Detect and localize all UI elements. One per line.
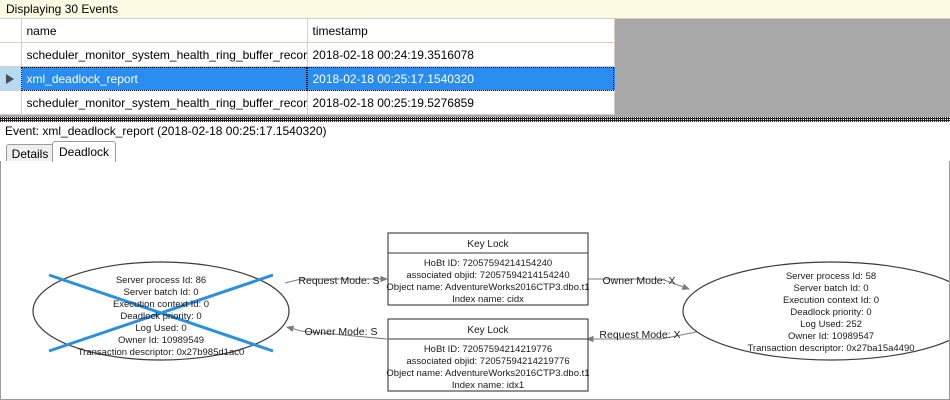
process-left-line-5: Owner Id: 10989549 [118,335,204,346]
keylock-top-line-2: Object name: AdventureWorks2016CTP3.dbo.… [386,282,589,293]
edge-label-left-request-text: Request Mode: S [298,275,379,287]
edge-label-left-owner: Owner Mode: S [305,326,378,338]
grid-header-timestamp[interactable]: timestamp [307,19,615,43]
process-node-right[interactable]: Server process Id: 58 Server batch Id: 0… [682,261,949,361]
process-left-line-3: Deadlock priority: 0 [120,311,201,322]
resource-node-keylock-bottom[interactable]: Key Lock HoBt ID: 72057594214219776 asso… [386,318,590,392]
tab-deadlock[interactable]: Deadlock [52,141,116,163]
edge-right-request [585,330,702,343]
keylock-bottom-line-1: associated objid: 72057594214219776 [406,356,569,367]
cell-timestamp[interactable]: 2018-02-18 00:25:19.5276859 [307,90,615,115]
tab-details-label: Details [11,146,49,161]
events-grid-region: name timestamp scheduler_monitor_system_… [0,19,950,117]
process-left-line-0: Server process Id: 86 [116,275,206,286]
detail-tabstrip: Details Deadlock [0,140,950,163]
keylock-top-line-1: associated objid: 72057594214154240 [406,270,569,281]
edge-label-left-owner-text: Owner Mode: S [305,326,378,338]
keylock-top-line-0: HoBt ID: 72057594214154240 [424,258,552,269]
keylock-top-title: Key Lock [467,239,509,250]
edge-label-right-owner: Owner Mode: X [603,275,676,287]
events-count-banner: Displaying 30 Events [0,0,950,19]
horizontal-splitter[interactable] [0,117,950,122]
deadlock-graph-panel[interactable]: Server process Id: 86 Server batch Id: 0… [0,161,950,400]
row-selector-cell[interactable] [0,66,22,91]
events-count-label: Displaying 30 Events [6,2,119,16]
events-grid[interactable]: name timestamp scheduler_monitor_system_… [0,19,615,115]
process-left-line-2: Execution context Id: 0 [113,299,209,310]
edge-left-owner [285,325,388,340]
process-left-line-1: Server batch Id: 0 [124,287,199,298]
process-left-line-4: Log Used: 0 [135,323,186,334]
process-right-line-3: Deadlock priority: 0 [790,307,871,318]
keylock-bottom-line-3: Index name: idx1 [452,380,524,391]
cell-name[interactable]: scheduler_monitor_system_health_ring_buf… [21,90,308,115]
process-node-left[interactable]: Server process Id: 86 Server batch Id: 0… [32,261,290,361]
deadlock-victim-cross-icon [48,273,274,353]
process-right-line-1: Server batch Id: 0 [794,283,869,294]
keylock-bottom-title: Key Lock [467,325,509,336]
table-row[interactable]: scheduler_monitor_system_health_ring_buf… [0,42,615,67]
row-selector-cell[interactable] [0,90,22,115]
edge-label-left-request: Request Mode: S [298,275,379,287]
cell-timestamp[interactable]: 2018-02-18 00:25:17.1540320 [307,66,615,91]
grid-header-row: name timestamp [0,19,615,43]
edge-left-request [284,275,389,284]
grid-header-selector [0,19,22,43]
cell-name[interactable]: xml_deadlock_report [21,66,308,91]
process-right-line-4: Log Used: 252 [800,319,862,330]
process-right-line-6: Transaction descriptor: 0x27ba15a4490 [747,343,914,354]
keylock-bottom-line-0: HoBt ID: 72057594214219776 [424,344,552,355]
deadlock-graph[interactable]: Server process Id: 86 Server batch Id: 0… [1,161,949,398]
table-row[interactable]: scheduler_monitor_system_health_ring_buf… [0,90,615,115]
resource-node-keylock-top[interactable]: Key Lock HoBt ID: 72057594214154240 asso… [386,232,590,306]
current-row-arrow-icon [6,74,15,85]
edge-label-right-request-text: Request Mode: X [599,329,680,341]
grid-header-name[interactable]: name [21,19,308,43]
table-row[interactable]: xml_deadlock_report 2018-02-18 00:25:17.… [0,66,615,91]
keylock-top-line-3: Index name: cidx [452,294,524,305]
row-selector-cell[interactable] [0,42,22,67]
keylock-bottom-line-2: Object name: AdventureWorks2016CTP3.dbo.… [386,368,589,379]
process-left-line-6: Transaction descriptor: 0x27b985d1ac0 [78,347,245,358]
process-right-line-2: Execution context Id: 0 [783,295,879,306]
tab-deadlock-label: Deadlock [58,145,110,159]
event-header: Event: xml_deadlock_report (2018-02-18 0… [0,122,950,140]
cell-name[interactable]: scheduler_monitor_system_health_ring_buf… [21,42,308,67]
edge-right-owner [587,278,691,290]
cell-timestamp[interactable]: 2018-02-18 00:24:19.3516078 [307,42,615,67]
event-header-label: Event: xml_deadlock_report (2018-02-18 0… [5,124,327,138]
process-right-line-5: Owner Id: 10989547 [788,331,874,342]
tab-details[interactable]: Details [6,144,54,162]
process-right-line-0: Server process Id: 58 [786,271,876,282]
edge-label-right-owner-text: Owner Mode: X [603,275,676,287]
edge-label-right-request: Request Mode: X [599,329,680,341]
